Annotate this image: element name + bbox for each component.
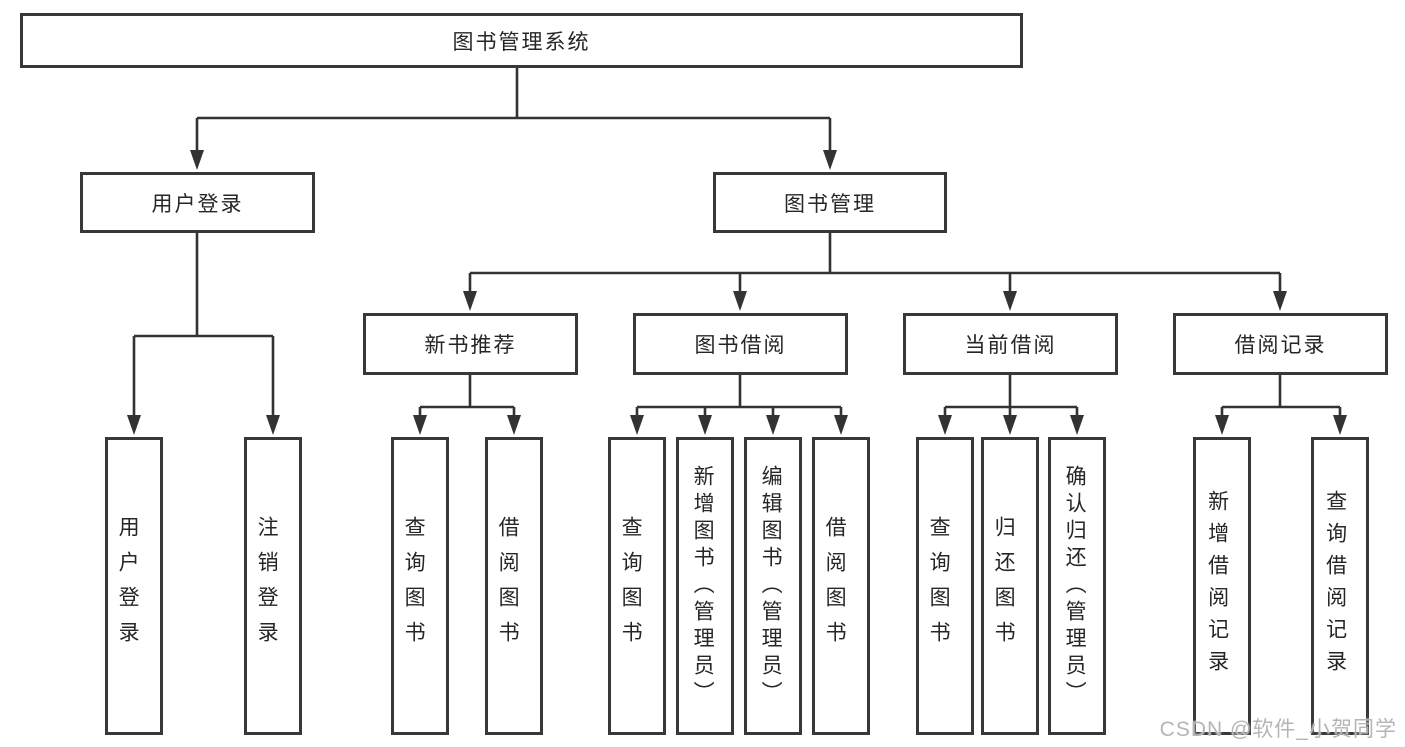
- node-recommend-query-books: 查询图书: [391, 437, 449, 735]
- node-book-management: 图书管理: [713, 172, 947, 233]
- node-book-borrowing: 图书借阅: [633, 313, 848, 375]
- node-library-system: 图书管理系统: [20, 13, 1023, 68]
- node-current-query-books: 查询图书: [916, 437, 974, 735]
- node-current-borrowing: 当前借阅: [903, 313, 1118, 375]
- node-user-login: 用户登录: [80, 172, 315, 233]
- node-borrowing-borrow-books: 借阅图书: [812, 437, 870, 735]
- node-label: 用户登录: [116, 516, 140, 656]
- node-label: 注销登录: [255, 516, 279, 656]
- arrowheads: [127, 150, 1347, 435]
- node-return-books: 归还图书: [981, 437, 1039, 735]
- node-logout: 注销登录: [244, 437, 302, 735]
- node-label: 查询图书: [402, 516, 426, 656]
- node-new-book-recommendation: 新书推荐: [363, 313, 578, 375]
- node-label: 查询图书: [619, 516, 643, 656]
- node-label: 编辑图书（管理员）: [759, 464, 783, 708]
- node-user-login-leaf: 用户登录: [105, 437, 163, 735]
- node-label: 确认归还（管理员）: [1063, 464, 1087, 708]
- node-edit-books-admin: 编辑图书（管理员）: [744, 437, 802, 735]
- node-label: 查询借阅记录: [1323, 490, 1347, 682]
- node-label: 新增借阅记录: [1205, 490, 1229, 682]
- node-label: 借阅图书: [823, 516, 847, 656]
- node-confirm-return-admin: 确认归还（管理员）: [1048, 437, 1106, 735]
- node-add-books-admin: 新增图书（管理员）: [676, 437, 734, 735]
- node-recommend-borrow-books: 借阅图书: [485, 437, 543, 735]
- node-add-borrow-record: 新增借阅记录: [1193, 437, 1251, 735]
- node-label: 新增图书（管理员）: [691, 464, 715, 708]
- node-query-borrow-record: 查询借阅记录: [1311, 437, 1369, 735]
- node-label: 归还图书: [992, 516, 1016, 656]
- csdn-watermark: CSDN @软件_小贺同学: [1159, 718, 1397, 741]
- node-borrowing-records: 借阅记录: [1173, 313, 1388, 375]
- node-label: 查询图书: [927, 516, 951, 656]
- node-label: 借阅图书: [496, 516, 520, 656]
- node-borrowing-query-books: 查询图书: [608, 437, 666, 735]
